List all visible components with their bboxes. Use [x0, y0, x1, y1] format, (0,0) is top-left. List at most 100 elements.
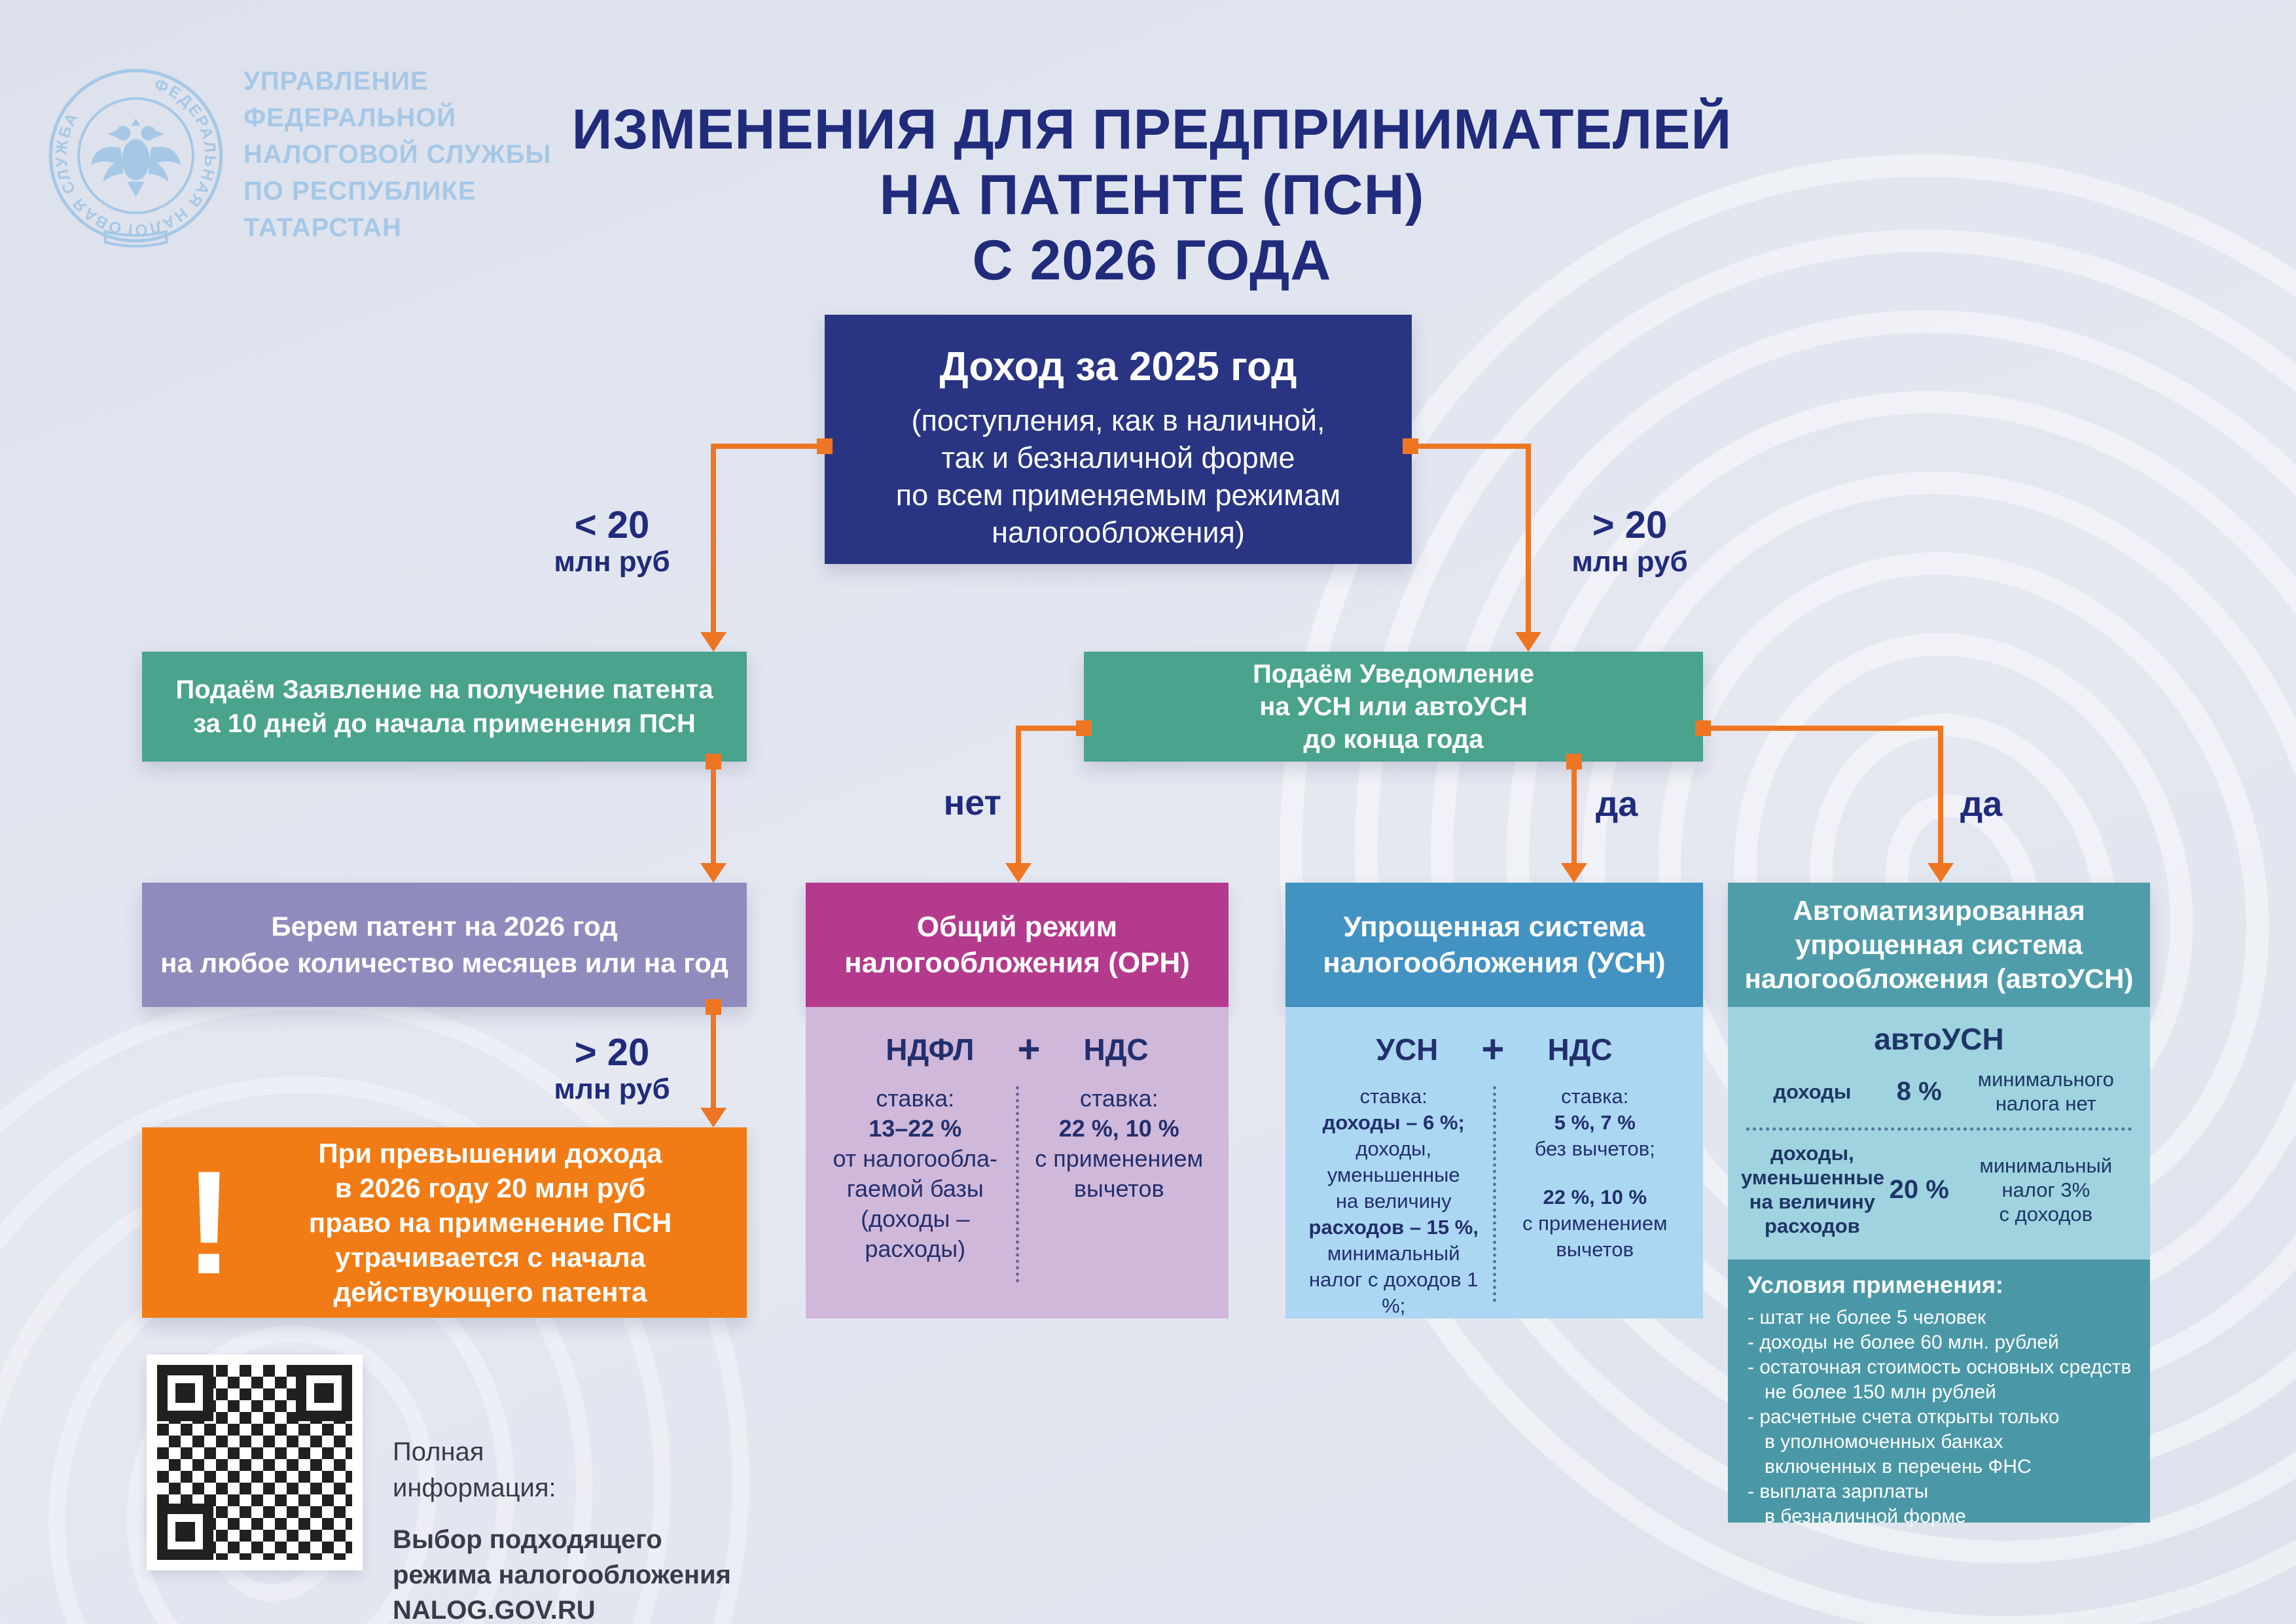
condition-item: - расчетные счета открыты только: [1748, 1406, 2060, 1428]
ausn-income-minus-expenses-row: доходы, уменьшенные на величину расходов…: [1728, 1131, 2150, 1238]
usn-detail-line: ставка:: [1561, 1085, 1629, 1108]
income-box-subtitle: (поступления, как в наличной, так и безн…: [825, 402, 1412, 551]
condition-item: - выплата зарплаты: [1748, 1481, 1929, 1502]
qr-code-pattern: [157, 1365, 352, 1560]
flow-connector-line: [1526, 444, 1531, 632]
condition-item: в уполномоченных банках: [1765, 1431, 2003, 1453]
income-subtitle-line: (поступления, как в наличной,: [911, 404, 1325, 437]
condition-item: включенных в перечень ФНС: [1765, 1456, 2032, 1477]
arrowhead-down: [1515, 632, 1541, 652]
ausn-label-line: доходы,: [1770, 1142, 1854, 1165]
branch-label-no: нет: [943, 783, 1001, 822]
arrowhead-down: [700, 632, 726, 652]
usn-notice-box: Подаём Уведомление на УСН или автоУСН до…: [1084, 652, 1703, 762]
ausn-row-note: минимального налога нет: [1955, 1067, 2137, 1116]
usn-header: Упрощенная система налогообложения (УСН): [1285, 883, 1703, 1007]
dotted-divider: [1015, 1086, 1019, 1282]
take-patent-box: Берем патент на 2026 год на любое количе…: [142, 883, 747, 1007]
usn-rate-details: ставка: доходы – 6 %; доходы, уменьшенны…: [1295, 1084, 1493, 1319]
take-patent-line: Берем патент на 2026 год: [271, 911, 618, 942]
tax-name-ndfl: НДФЛ: [886, 1032, 975, 1067]
usn-header-line: налогообложения (УСН): [1323, 947, 1666, 979]
patent-application-box: Подаём Заявление на получение патента за…: [142, 652, 747, 762]
branch-label-yes-ausn: да: [1960, 785, 2003, 824]
ausn-label-line: на величину: [1749, 1190, 1876, 1213]
ausn-label-line: расходов: [1765, 1214, 1860, 1237]
org-name-line: ФЕДЕРАЛЬНОЙ: [243, 103, 457, 132]
flow-connector-line: [711, 444, 716, 632]
org-name: УПРАВЛЕНИЕ ФЕДЕРАЛЬНОЙ НАЛОГОВОЙ СЛУЖБЫ …: [243, 63, 551, 246]
warning-line: утрачивается с начала: [334, 1242, 646, 1273]
usn-detail-line: доходы,: [1355, 1137, 1432, 1160]
ausn-note-line: минимального: [1977, 1068, 2114, 1091]
take-patent-line: на любое количество месяцев или на год: [160, 947, 728, 978]
ausn-label-line: уменьшенные: [1741, 1166, 1885, 1189]
usn-detail-line: налог с доходов 1 %;: [1309, 1268, 1479, 1317]
patent-application-line: Подаём Заявление на получение патента: [175, 675, 713, 704]
orn-detail-line: (доходы –: [861, 1205, 970, 1232]
usn-tax-row: УСН + НДС: [1285, 1007, 1703, 1072]
orn-detail-line: гаемой базы: [846, 1175, 984, 1202]
arrowhead-down: [700, 1108, 726, 1127]
usn-notice-line: Подаём Уведомление: [1253, 660, 1534, 688]
usn-notice-line: на УСН или автоУСН: [1259, 692, 1528, 721]
usn-nds-details: ставка: 5 %, 7 % без вычетов; 22 %, 10 %…: [1496, 1084, 1695, 1319]
flow-connector-line: [1703, 726, 1941, 731]
amount-text: > 20: [574, 1031, 650, 1074]
branch-label-yes-usn: да: [1596, 785, 1638, 824]
usn-detail-line: уменьшенные: [1327, 1163, 1460, 1186]
tax-name-nds: НДС: [1083, 1032, 1149, 1067]
warning-line: право на применение ПСН: [308, 1207, 672, 1238]
ausn-conditions-title: Условия применения:: [1748, 1271, 2003, 1298]
income-subtitle-line: налогообложения): [992, 516, 1245, 549]
plus-icon: +: [1017, 1027, 1041, 1071]
orn-body: НДФЛ + НДС ставка: 13–22 % от налогообла…: [806, 1007, 1229, 1318]
tax-name-nds: НДС: [1547, 1032, 1613, 1067]
orn-ndfl-details: ставка: 13–22 % от налогообла- гаемой ба…: [815, 1084, 1016, 1282]
footer-info-line: Полная: [393, 1438, 484, 1466]
org-name-line: ПО РЕСПУБЛИКЕ: [243, 177, 476, 205]
footer-info-bold: Выбор подходящего режима налогообложения…: [393, 1522, 731, 1624]
qr-finder-icon: [157, 1365, 213, 1421]
ausn-header-line: упрощенная система: [1795, 929, 2083, 960]
condition-item: - остаточная стоимость основных средств: [1748, 1356, 2132, 1378]
usn-detail-line: ставка:: [1359, 1085, 1427, 1108]
usn-body: УСН + НДС ставка: доходы – 6 %; доходы, …: [1285, 1007, 1703, 1318]
footer-info: Полная информация: Выбор подходящего реж…: [393, 1434, 731, 1624]
income-box-title: Доход за 2025 год: [939, 344, 1297, 389]
unit-text: млн руб: [1571, 546, 1688, 578]
income-subtitle-line: так и безналичной форме: [941, 441, 1295, 474]
orn-detail-line: вычетов: [1073, 1175, 1164, 1202]
ausn-note-line: с доходов: [1999, 1202, 2093, 1226]
footer-bold-line: режима налогообложения: [393, 1561, 731, 1589]
ausn-header-line: Автоматизированная: [1793, 895, 2085, 926]
orn-detail-line: расходы): [865, 1235, 966, 1262]
usn-detail-line: 22 %, 10 %: [1543, 1186, 1647, 1209]
ausn-body: автоУСН доходы 8 % минимального налога н…: [1728, 1007, 2150, 1260]
qr-finder-icon: [157, 1504, 213, 1560]
page-title-line-2: НА ПАТЕНТЕ (ПСН): [879, 164, 1425, 226]
usn-detail-line: на величину: [1335, 1190, 1452, 1212]
arrowhead-down: [1561, 863, 1587, 883]
exclamation-icon: !: [185, 1140, 234, 1305]
condition-item: - доходы не более 60 млн. рублей: [1748, 1332, 2059, 1353]
usn-detail-line: вычетов: [1556, 1238, 1634, 1261]
usn-detail-line: минимальный: [1327, 1242, 1460, 1265]
usn-notice-line: до конца года: [1303, 725, 1484, 754]
warning-line: в 2026 году 20 млн руб: [334, 1173, 646, 1203]
orn-detail-line: с применением: [1035, 1145, 1204, 1172]
usn-detail-line: без вычетов;: [1534, 1137, 1655, 1160]
ausn-row-rate: 8 %: [1896, 1076, 1942, 1106]
flow-connector-line: [1410, 444, 1528, 449]
org-name-line: НАЛОГОВОЙ СЛУЖБЫ: [243, 140, 552, 169]
footer-info-line: информация:: [393, 1474, 556, 1502]
arrowhead-down: [1928, 863, 1954, 883]
ausn-row-label: доходы: [1773, 1080, 1852, 1103]
flow-connector-line: [1018, 726, 1084, 731]
condition-item: - штат не более 5 человек: [1748, 1307, 1986, 1328]
orn-columns: ставка: 13–22 % от налогообла- гаемой ба…: [806, 1072, 1229, 1282]
branch-label-more-20: > 20 млн руб: [1541, 505, 1718, 578]
flow-connector-line: [713, 444, 825, 449]
warning-text: При превышении дохода в 2026 году 20 млн…: [263, 1136, 747, 1309]
